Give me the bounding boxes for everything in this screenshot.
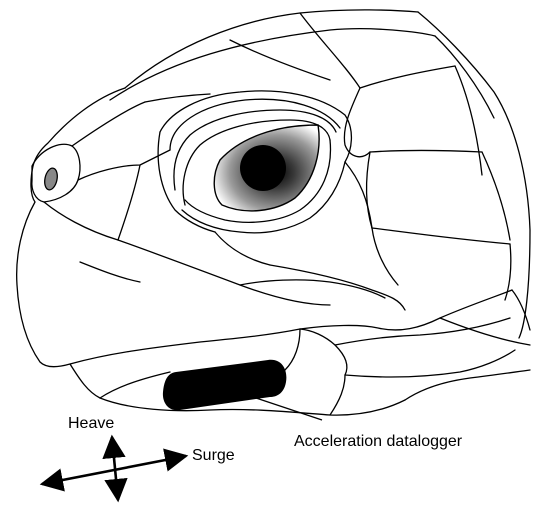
pupil xyxy=(240,145,286,191)
acceleration-datalogger xyxy=(163,360,286,410)
turtle-head-outline xyxy=(17,10,530,415)
heave-label: Heave xyxy=(68,415,114,432)
datalogger-leader-line xyxy=(256,398,322,420)
nostril xyxy=(43,167,59,191)
datalogger-label: Acceleration datalogger xyxy=(294,433,463,450)
surge-label: Surge xyxy=(192,447,235,464)
